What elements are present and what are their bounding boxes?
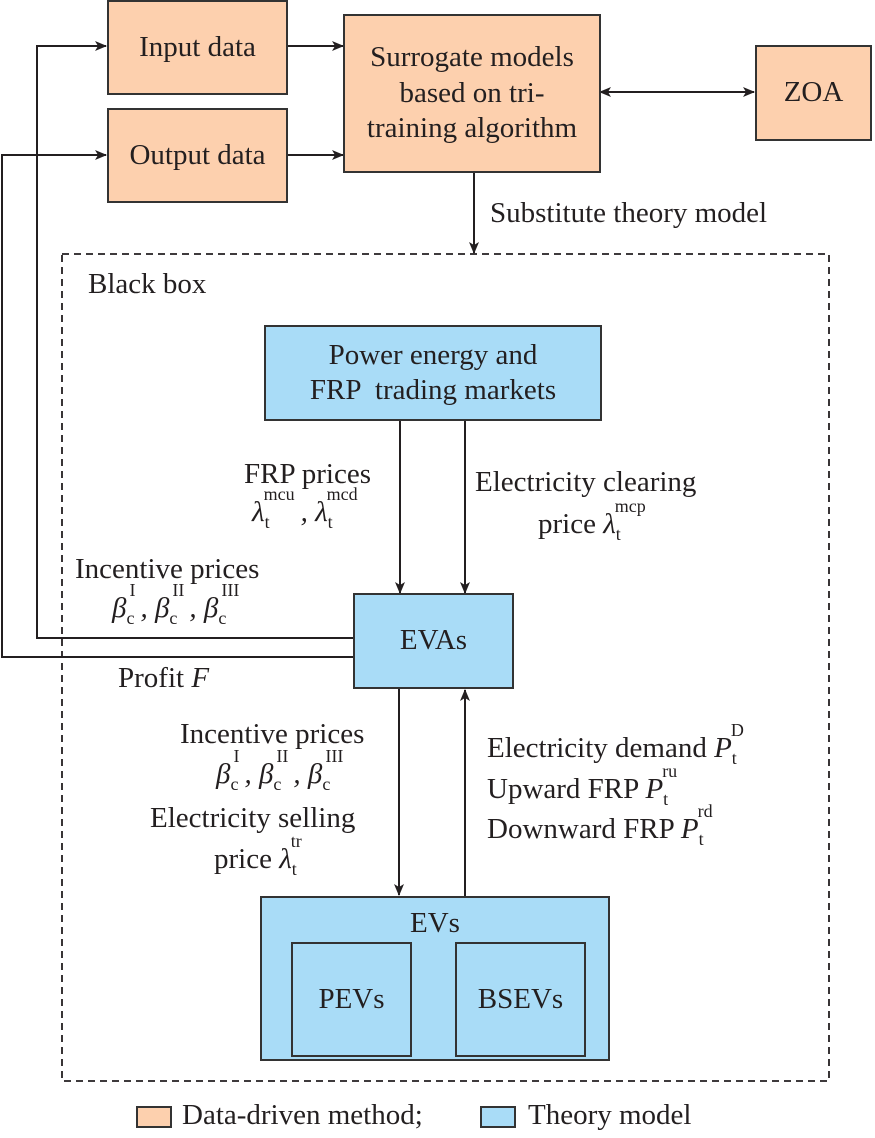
demand-text: Electricity demand bbox=[487, 732, 707, 764]
arrow-profit-to-output bbox=[1, 150, 353, 658]
bsevs-label: BSEVs bbox=[477, 982, 564, 1015]
bsevs-box[interactable]: BSEVs bbox=[455, 942, 586, 1057]
incentive-symbols-upper: βcI, βcII, βcIII bbox=[112, 580, 240, 628]
profit-label: Profit F bbox=[118, 662, 209, 695]
upward-frp-label: Upward FRP Ptru bbox=[487, 761, 683, 809]
legend-theory-label: Theory model bbox=[528, 1099, 692, 1131]
profit-symbol: F bbox=[191, 662, 210, 694]
zoa-box[interactable]: ZOA bbox=[755, 45, 872, 141]
arrow-incentive-to-input bbox=[36, 41, 353, 639]
surrogate-models-box[interactable]: Surrogate models based on tri- training … bbox=[343, 14, 601, 173]
evas-label: EVAs bbox=[399, 624, 468, 657]
selling-price-line-1: Electricity selling bbox=[150, 802, 356, 834]
incentive-symbols-lower: βcI, βcII, βcIII bbox=[216, 746, 344, 794]
downward-symbol: Ptrd bbox=[680, 801, 713, 849]
legend-theory-swatch bbox=[480, 1106, 516, 1128]
markets-line-2: FRP trading markets bbox=[309, 374, 557, 406]
selling-price-line-2: price λttr bbox=[214, 831, 308, 879]
markets-line-1: Power energy and bbox=[328, 338, 538, 371]
black-box-boundary bbox=[61, 253, 830, 1082]
legend-data-driven-label: Data-driven method; bbox=[182, 1099, 423, 1131]
input-data-label: Input data bbox=[139, 30, 256, 63]
downward-text: Downward FRP bbox=[487, 813, 674, 845]
incentive-prices-upper-label: Incentive prices bbox=[75, 553, 260, 585]
frp-prices-symbols: λtmcu, λtmcd bbox=[252, 484, 358, 532]
pevs-label: PEVs bbox=[318, 982, 385, 1015]
clearing-price-line-1: Electricity clearing bbox=[475, 466, 697, 498]
selling-price-symbol: λttr bbox=[279, 831, 302, 879]
legend-data-driven-swatch bbox=[136, 1106, 172, 1128]
demand-symbol: PtD bbox=[714, 720, 744, 768]
profit-text: Profit bbox=[118, 662, 185, 694]
frp-prices-label: FRP prices bbox=[244, 458, 372, 490]
evas-box[interactable]: EVAs bbox=[353, 593, 514, 689]
black-box-label: Black box bbox=[88, 268, 207, 300]
clearing-price-text: price bbox=[538, 508, 596, 540]
substitute-theory-model-label: Substitute theory model bbox=[490, 197, 768, 229]
markets-box[interactable]: Power energy and FRP trading markets bbox=[264, 325, 602, 421]
surrogate-line-2: based on tri- bbox=[399, 76, 545, 109]
surrogate-line-3: training algorithm bbox=[366, 112, 578, 145]
evs-label: EVs bbox=[410, 907, 460, 939]
output-data-box[interactable]: Output data bbox=[107, 108, 288, 203]
incentive-prices-lower-label: Incentive prices bbox=[180, 718, 365, 750]
selling-price-text: price bbox=[214, 843, 272, 875]
demand-label: Electricity demand PtD bbox=[487, 720, 750, 768]
output-data-label: Output data bbox=[129, 138, 266, 171]
clearing-price-line-2: price λtmcp bbox=[538, 496, 652, 544]
evs-box[interactable]: EVs PEVs BSEVs bbox=[260, 896, 610, 1061]
upward-symbol: Ptru bbox=[645, 761, 678, 809]
clearing-price-symbol: λtmcp bbox=[603, 496, 646, 544]
zoa-label: ZOA bbox=[783, 76, 844, 109]
upward-text: Upward FRP bbox=[487, 773, 639, 805]
input-data-box[interactable]: Input data bbox=[107, 0, 288, 95]
surrogate-line-1: Surrogate models bbox=[370, 41, 574, 74]
downward-frp-label: Downward FRP Ptrd bbox=[487, 801, 719, 849]
pevs-box[interactable]: PEVs bbox=[291, 942, 412, 1057]
